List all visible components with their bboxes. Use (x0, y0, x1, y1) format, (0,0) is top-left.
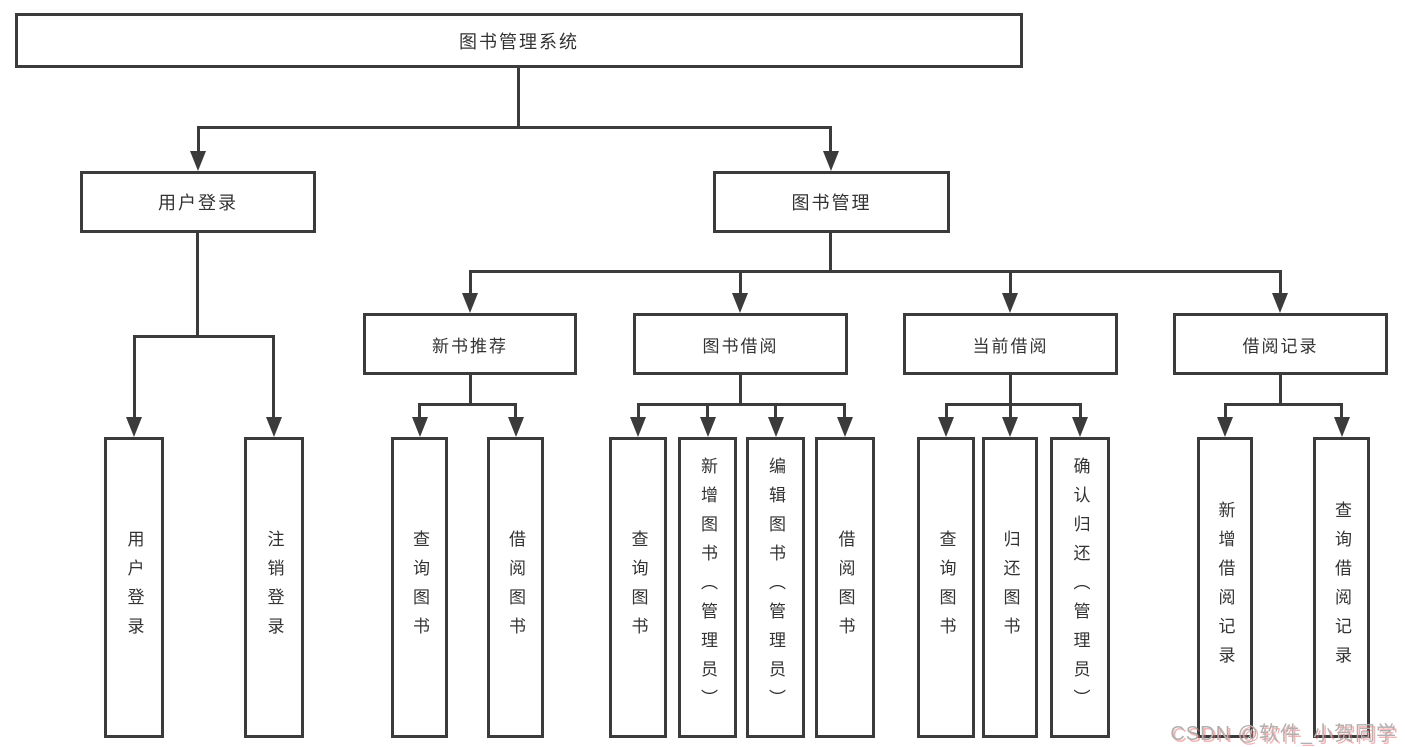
connector-line (272, 335, 275, 419)
node-label: 借阅记录 (1242, 336, 1319, 356)
arrow-down-icon (190, 151, 206, 171)
node-book-management: 图书管理 (713, 171, 950, 233)
leaf-borrow-books: 借阅图书 (815, 437, 875, 738)
node-label: 用户登录 (158, 193, 238, 213)
arrow-down-icon (1072, 417, 1088, 437)
arrow-down-icon (1002, 293, 1018, 313)
leaf-add-borrow-record: 新增借阅记录 (1197, 437, 1253, 738)
connector-line (418, 403, 517, 406)
arrow-down-icon (938, 417, 954, 437)
node-new-book-recommendation: 新书推荐 (363, 313, 577, 375)
node-label: 图书借阅 (702, 336, 779, 356)
arrow-down-icon (700, 417, 716, 437)
connector-line (1224, 403, 1343, 406)
arrow-down-icon (266, 417, 282, 437)
node-user-login: 用户登录 (80, 171, 316, 233)
connector-line (196, 233, 199, 338)
node-borrowing-records: 借阅记录 (1173, 313, 1388, 375)
connector-line (197, 126, 200, 153)
connector-line (133, 335, 136, 419)
node-book-borrowing: 图书借阅 (633, 313, 848, 375)
connector-line (945, 403, 948, 419)
arrow-down-icon (1217, 417, 1233, 437)
leaf-label: 借阅图书 (506, 529, 525, 646)
node-current-borrowing: 当前借阅 (903, 313, 1118, 375)
connector-line (469, 270, 1282, 273)
connector-line (517, 68, 520, 126)
leaf-label: 确认归还（管理员） (1070, 457, 1090, 718)
connector-line (1009, 375, 1012, 406)
arrow-down-icon (768, 417, 784, 437)
arrow-down-icon (462, 293, 478, 313)
connector-line (706, 403, 709, 419)
connector-line (514, 403, 517, 419)
connector-line (1279, 375, 1282, 406)
leaf-label: 借阅图书 (835, 529, 855, 646)
leaf-label: 注销登录 (264, 529, 284, 646)
connector-line (133, 335, 275, 338)
connector-line (843, 403, 846, 419)
leaf-label: 编辑图书（管理员） (766, 457, 785, 718)
node-label: 新书推荐 (432, 336, 508, 356)
leaf-return-books: 归还图书 (982, 437, 1038, 738)
arrow-down-icon (1334, 417, 1350, 437)
arrow-down-icon (126, 417, 142, 437)
node-library-management-system: 图书管理系统 (15, 13, 1023, 68)
connector-line (469, 375, 472, 406)
arrow-down-icon (1002, 417, 1018, 437)
arrow-down-icon (837, 417, 853, 437)
connector-line (637, 403, 640, 419)
leaf-label: 查询图书 (410, 529, 429, 646)
leaf-label: 查询借阅记录 (1332, 500, 1351, 675)
leaf-label: 查询图书 (628, 529, 648, 646)
connector-line (739, 270, 742, 295)
arrow-down-icon (732, 293, 748, 313)
arrow-down-icon (1272, 293, 1288, 313)
arrow-down-icon (823, 151, 839, 171)
leaf-borrow-books-recommend: 借阅图书 (487, 437, 544, 738)
leaf-query-borrow-record: 查询借阅记录 (1313, 437, 1370, 738)
watermark: CSDN @软件_小贺同学 (1170, 723, 1397, 745)
connector-line (418, 403, 421, 419)
connector-line (945, 403, 1081, 406)
leaf-query-books-recommend: 查询图书 (391, 437, 448, 738)
leaf-label: 归还图书 (1000, 529, 1020, 646)
leaf-user-login: 用户登录 (104, 437, 164, 738)
leaf-add-books-admin: 新增图书（管理员） (678, 437, 737, 738)
connector-line (197, 126, 832, 129)
leaf-query-books-borrowing: 查询图书 (609, 437, 667, 738)
connector-line (469, 270, 472, 295)
connector-line (829, 126, 832, 153)
connector-line (1009, 403, 1012, 419)
connector-line (637, 403, 846, 406)
leaf-label: 用户登录 (124, 529, 144, 646)
connector-line (739, 375, 742, 406)
node-label: 当前借阅 (972, 336, 1049, 356)
leaf-label: 新增图书（管理员） (698, 457, 717, 718)
node-label: 图书管理系统 (459, 31, 579, 52)
leaf-logout: 注销登录 (244, 437, 304, 738)
connector-line (1009, 270, 1012, 295)
connector-line (1079, 403, 1082, 419)
node-label: 图书管理 (791, 193, 872, 213)
connector-line (1224, 403, 1227, 419)
leaf-edit-books-admin: 编辑图书（管理员） (746, 437, 805, 738)
leaf-label: 查询图书 (936, 529, 956, 646)
connector-line (1340, 403, 1343, 419)
connector-line (829, 233, 832, 273)
connector-line (774, 403, 777, 419)
leaf-query-books-current: 查询图书 (917, 437, 975, 738)
leaf-label: 新增借阅记录 (1215, 500, 1235, 675)
arrow-down-icon (412, 417, 428, 437)
arrow-down-icon (508, 417, 524, 437)
connector-line (1279, 270, 1282, 295)
arrow-down-icon (630, 417, 646, 437)
leaf-confirm-return-admin: 确认归还（管理员） (1050, 437, 1110, 738)
